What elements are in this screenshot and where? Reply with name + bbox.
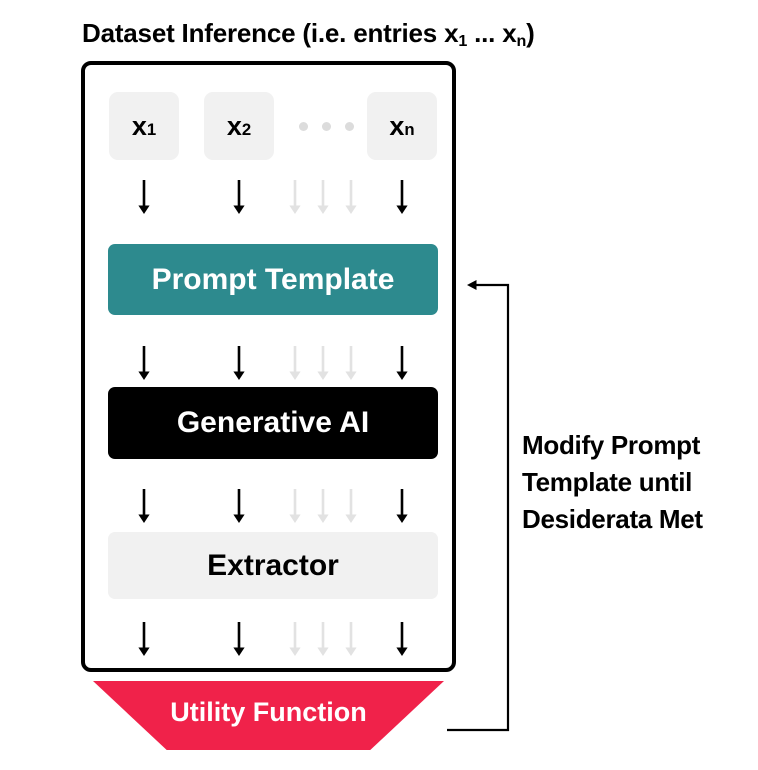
down-arrow-icon [230,488,248,524]
down-arrow-icon [135,621,153,657]
arrows-extractor-to-utility [85,621,460,657]
entry-x2-subscript: 2 [241,119,252,139]
down-arrow-icon [393,621,411,657]
stage-generative-ai-label: Generative AI [176,406,370,439]
down-arrow-icon [230,621,248,657]
feedback-caption-line-2: Template until [522,467,693,497]
arrows-genai-to-extractor [85,488,460,524]
down-arrow-icon [393,179,411,215]
title-suffix: ) [526,18,535,48]
down-arrow-icon-muted [342,179,360,215]
down-arrow-icon-muted [286,621,304,657]
down-arrow-icon-muted [342,488,360,524]
down-arrow-icon-muted [314,345,332,381]
entry-xn-base: x [389,110,405,141]
feedback-caption-line-1: Modify Prompt [522,430,701,460]
page-title: Dataset Inference (i.e. entries x1 ... x… [82,18,722,50]
feedback-caption: Modify Prompt Template until Desiderata … [522,427,758,538]
dataset-entries-ellipsis-icon [290,92,362,160]
feedback-caption-line-3: Desiderata Met [522,504,703,534]
down-arrow-icon [393,488,411,524]
down-arrow-icon [230,345,248,381]
entry-x2-base: x [226,110,242,141]
ellipsis-dot-2 [321,121,331,131]
arrows-entries-to-prompt [85,179,460,215]
stage-extractor-label: Extractor [207,548,339,582]
down-arrow-icon [135,488,153,524]
stage-prompt-template-label: Prompt Template [151,262,395,296]
title-prefix: Dataset Inference (i.e. entries x [82,18,459,48]
down-arrow-icon-muted [314,621,332,657]
stage-generative-ai[interactable]: Generative AI [108,387,438,459]
down-arrow-icon [135,179,153,215]
down-arrow-icon-muted [342,621,360,657]
entry-xn-subscript: n [404,119,415,139]
down-arrow-icon-muted [314,179,332,215]
down-arrow-icon-muted [342,345,360,381]
stage-prompt-template[interactable]: Prompt Template [108,244,438,315]
down-arrow-icon [230,179,248,215]
down-arrow-icon [393,345,411,381]
stage-extractor[interactable]: Extractor [108,532,438,599]
arrows-prompt-to-genai [85,345,460,381]
ellipsis-dot-3 [344,121,354,131]
title-subscript-1: 1 [458,31,468,50]
down-arrow-icon-muted [314,488,332,524]
down-arrow-icon-muted [286,179,304,215]
title-subscript-n: n [516,31,527,50]
down-arrow-icon-muted [286,345,304,381]
utility-function-label: Utility Function [170,697,367,727]
down-arrow-icon [135,345,153,381]
entry-x1-base: x [131,110,147,141]
title-middle: ... x [467,18,517,48]
entry-x1-subscript: 1 [146,119,157,139]
down-arrow-icon-muted [286,488,304,524]
ellipsis-dot-1 [298,121,308,131]
utility-function-node[interactable]: Utility Function [93,681,444,750]
